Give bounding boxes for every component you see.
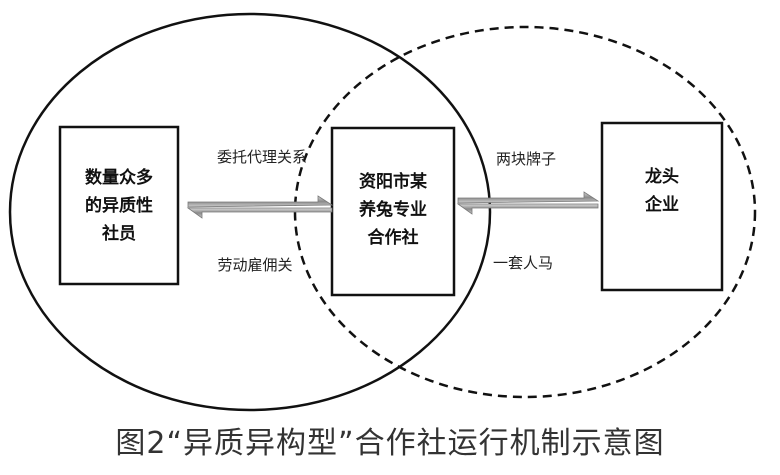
leader-box: [600, 121, 724, 292]
members-box: [58, 125, 180, 286]
relation-bottom-right: 一套人马: [493, 254, 553, 272]
arrow-to-members: [186, 207, 333, 219]
figure-caption: 图2“异质异构型”合作社运行机制示意图: [115, 426, 665, 461]
relation-top-left: 委托代理关系: [217, 148, 307, 166]
member-circle: [8, 12, 492, 412]
members-label-line2: 的异质性: [85, 195, 153, 216]
relation-bottom-left: 劳动雇佣关: [217, 256, 292, 274]
members-label-line1: 数量众多: [85, 167, 153, 188]
coop-label-line1: 资阳市某: [359, 171, 427, 192]
coop-label-line3: 合作社: [368, 227, 419, 248]
arrow-to-coop-right: [456, 203, 599, 215]
left-exchange-arrows: [186, 195, 334, 219]
coop-label-line2: 养兔专业: [358, 199, 427, 220]
arrow-to-leader: [457, 191, 600, 204]
relation-top-right: 两块牌子: [496, 150, 556, 168]
coop-box: [330, 126, 456, 297]
arrow-to-coop: [187, 195, 334, 208]
right-exchange-arrows: [456, 191, 600, 215]
members-label-line3: 社员: [101, 223, 136, 244]
leader-label-line2: 企业: [644, 194, 679, 215]
leader-label-line1: 龙头: [644, 166, 679, 187]
